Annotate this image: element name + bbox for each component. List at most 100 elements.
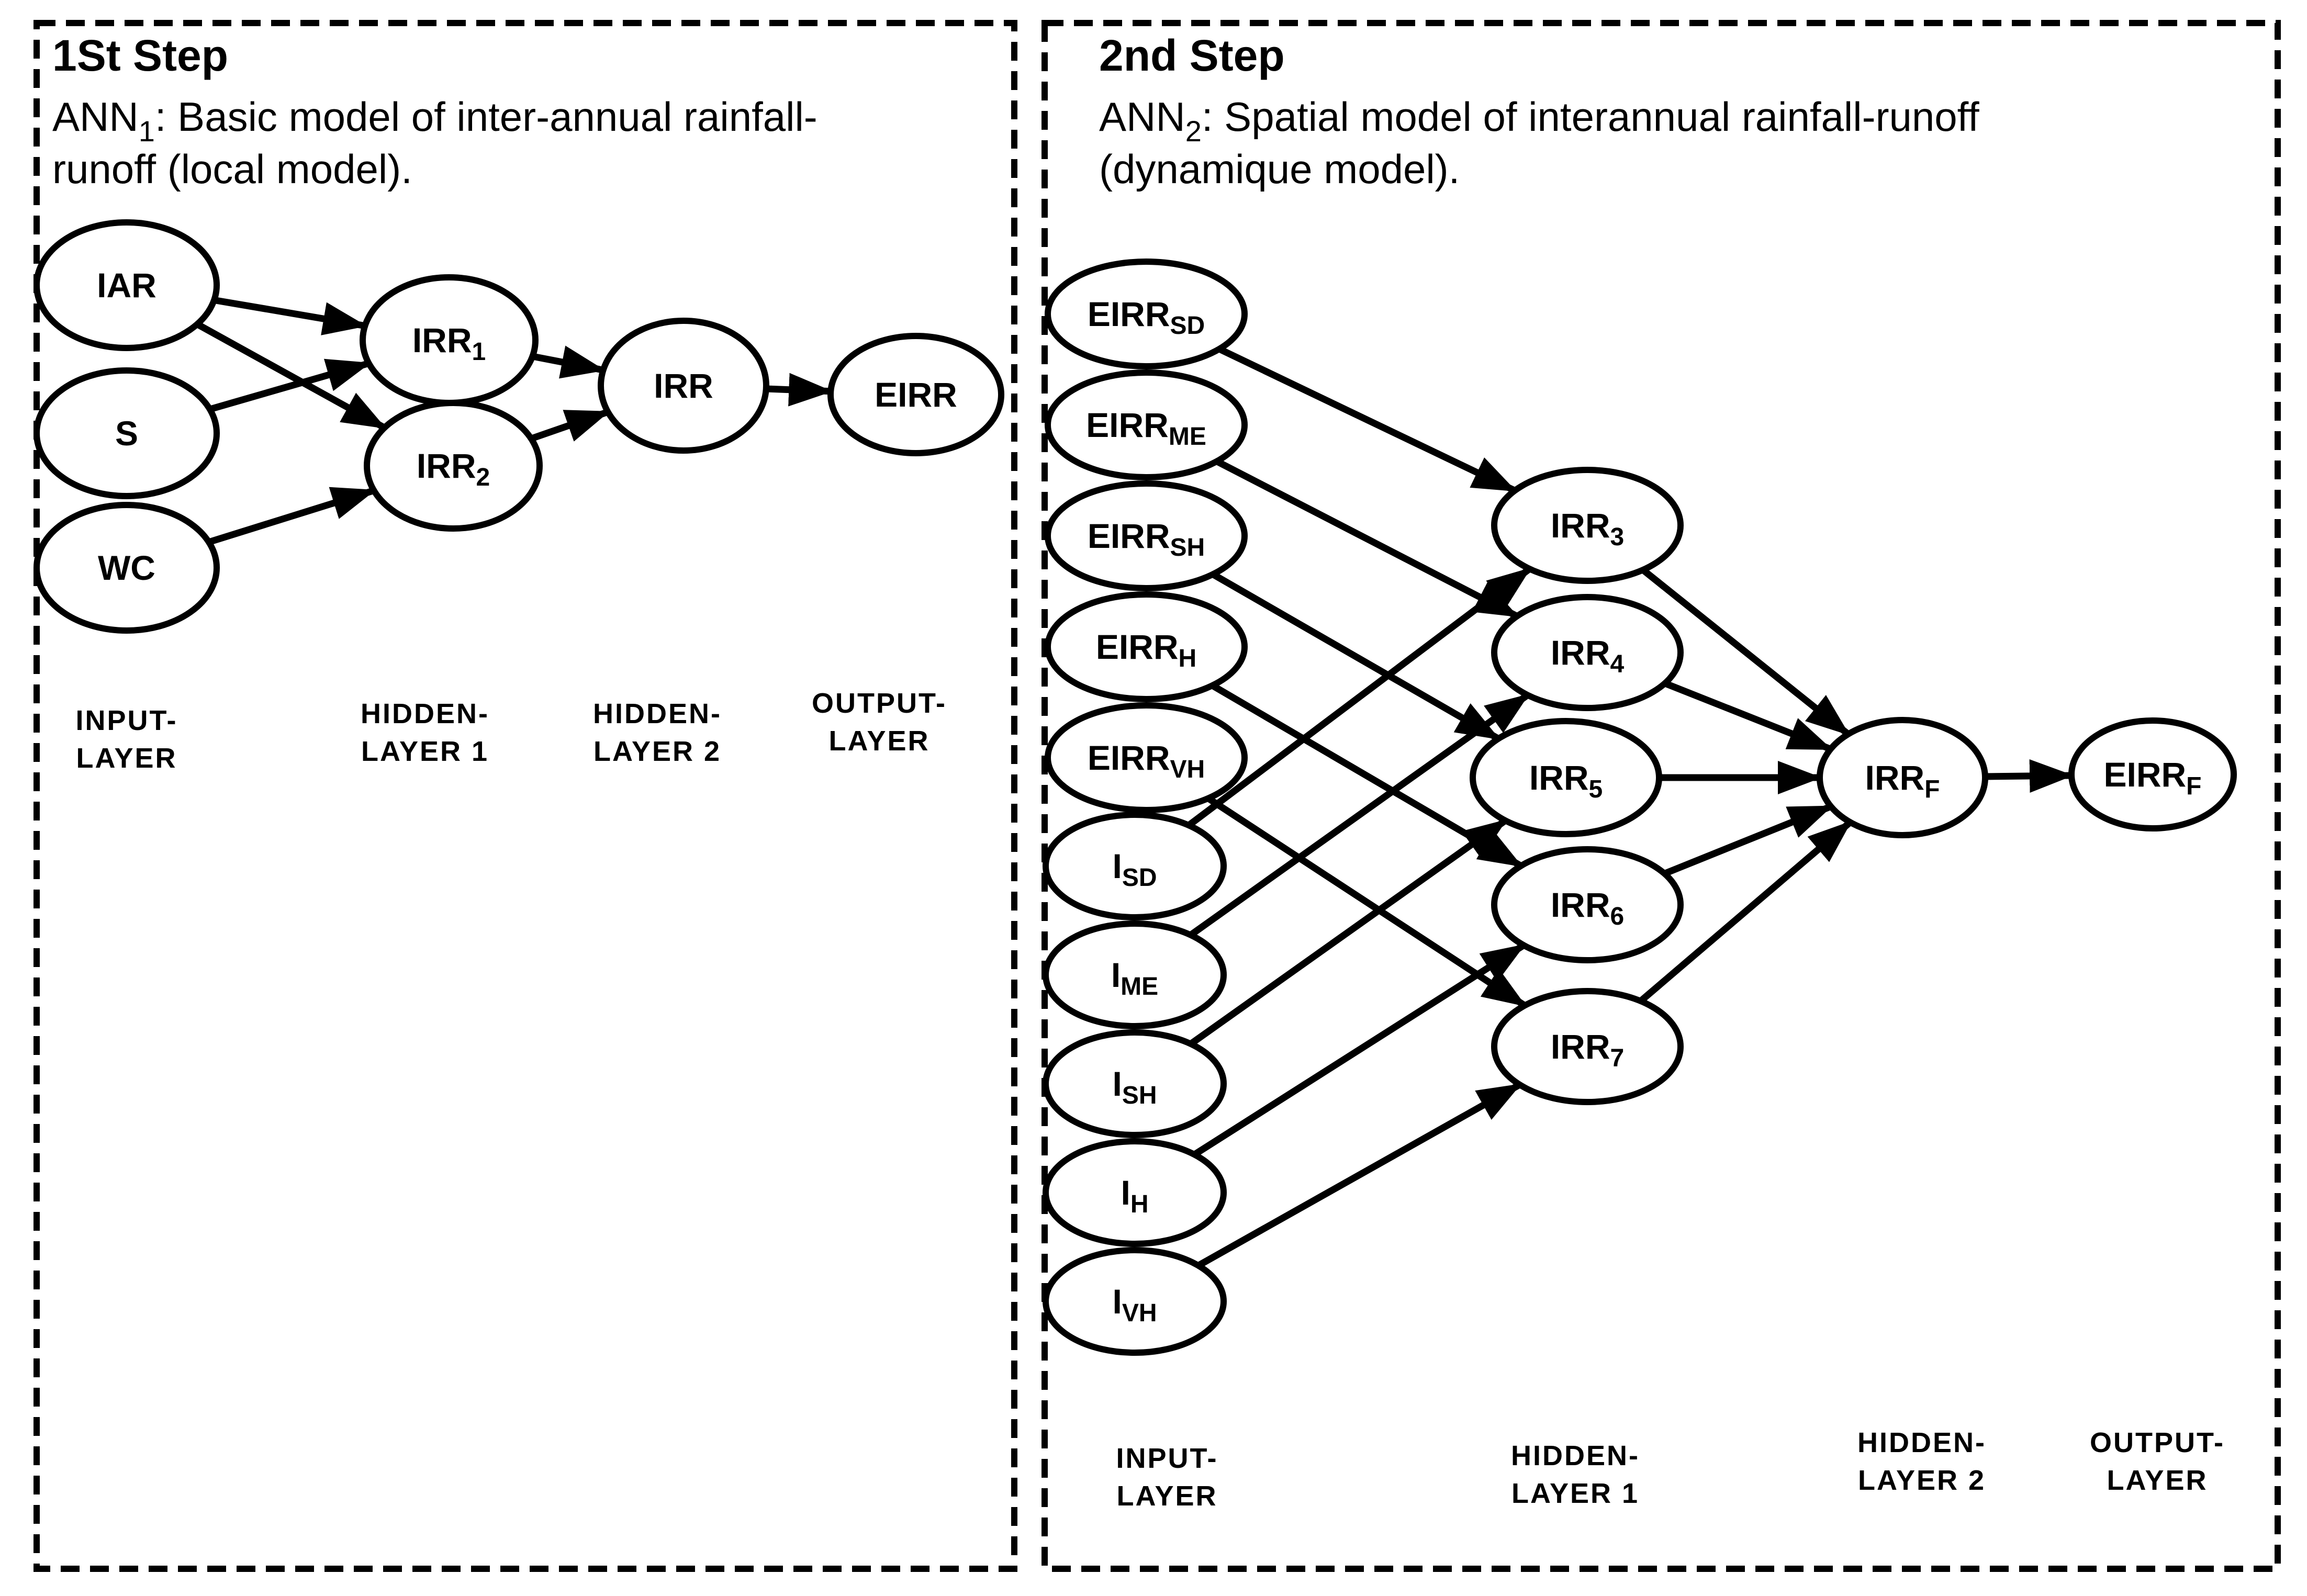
node-eirr-shape <box>827 333 1004 456</box>
node-label-main: EIRR <box>1088 516 1170 555</box>
node-wc-shape <box>33 502 220 634</box>
node-label-main: IRR <box>1551 633 1610 672</box>
node-eirrvh-shape <box>1045 702 1248 813</box>
panel-step-2-border <box>1041 20 2281 1572</box>
node-eirrvh: EIRRVH <box>1045 702 1248 813</box>
node-label-subscript: ME <box>1169 423 1206 451</box>
node-eirr: EIRR <box>827 333 1004 456</box>
subtitle-segment: (dynamique model). <box>1099 146 1460 192</box>
panel-step-2-title: 2nd Step <box>1099 31 1285 80</box>
node-label-main: EIRR <box>2103 755 2186 794</box>
node-ih: IH <box>1043 1138 1227 1247</box>
node-ish-label: ISH <box>1112 1064 1157 1109</box>
node-ish: ISH <box>1043 1029 1227 1138</box>
node-irr3: IRR3 <box>1491 467 1684 584</box>
node-label-main: EIRR <box>1088 738 1170 777</box>
node-label-main: IRR <box>1529 758 1589 797</box>
node-irr1-label: IRR1 <box>412 321 486 366</box>
node-eirrh-shape <box>1045 591 1248 702</box>
node-irr4-shape <box>1491 594 1684 711</box>
node-label-main: IRR <box>417 446 476 485</box>
edge-irr2-to-irr <box>530 409 610 442</box>
node-ime: IME <box>1043 920 1227 1029</box>
node-label-subscript: 3 <box>1610 523 1624 551</box>
node-label-main: I <box>1112 847 1122 885</box>
node-isd-shape <box>1043 812 1227 920</box>
node-label-subscript: 4 <box>1610 650 1624 678</box>
node-label-subscript: 2 <box>476 464 490 491</box>
edge-ime-to-irr4 <box>1189 692 1530 938</box>
edge-irrf-to-eirrf <box>1985 759 2074 793</box>
node-s: S <box>33 367 220 499</box>
node-label-main: I <box>1121 1173 1130 1212</box>
panel-step-2-layer-label-4-line-1: OUTPUT- <box>2090 1427 2225 1458</box>
node-irr-shape <box>598 318 769 454</box>
node-iar-shape <box>33 219 220 351</box>
panel-step-2-subtitle-line-2: (dynamique model). <box>1099 146 1460 192</box>
node-isd-label: ISD <box>1112 847 1157 892</box>
edge-iar-to-irr1 <box>213 297 367 335</box>
panel-step-1-layer-label-3-line-1: HIDDEN- <box>593 698 722 729</box>
node-label-main: IRR <box>1865 758 1925 797</box>
node-irrf-label: IRRF <box>1865 758 1940 803</box>
node-label-main: IRR <box>654 366 713 405</box>
node-eirrh: EIRRH <box>1045 591 1248 702</box>
node-eirrme: EIRRME <box>1045 369 1248 480</box>
panel-step-2-layer-label-1-line-2: LAYER <box>1116 1480 1217 1512</box>
panel-step-2-layer-label-2-line-2: LAYER 1 <box>1511 1478 1639 1509</box>
panel-step-1-layer-label-2-line-2: LAYER 1 <box>361 736 489 767</box>
node-label-subscript: F <box>1924 775 1940 803</box>
node-label-subscript: 6 <box>1610 903 1624 930</box>
node-irr-label: IRR <box>654 366 713 405</box>
node-label-main: I <box>1112 1064 1122 1103</box>
node-eirrsh: EIRRSH <box>1045 480 1248 591</box>
node-eirrvh-label: EIRRVH <box>1088 738 1205 783</box>
node-label-main: WC <box>98 548 155 587</box>
panel-step-1-layer-label-1-line-1: INPUT- <box>75 705 177 736</box>
node-iar-label: IAR <box>97 266 156 305</box>
edge-s-to-irr1 <box>209 358 371 413</box>
node-label-subscript: VH <box>1122 1299 1157 1327</box>
node-irr5: IRR5 <box>1470 718 1662 837</box>
panel-step-2-subtitle-line-1: ANN2: Spatial model of interannual rainf… <box>1099 94 1979 148</box>
node-irr1: IRR1 <box>360 274 539 406</box>
edge-eirrsd-to-irr3 <box>1217 346 1517 494</box>
node-s-shape <box>33 367 220 499</box>
node-label-subscript: SD <box>1170 312 1205 340</box>
node-label-subscript: 5 <box>1588 775 1603 803</box>
node-ivh-label: IVH <box>1112 1282 1157 1327</box>
panel-step-1-layer-label-2-line-1: HIDDEN- <box>361 698 489 729</box>
panel-step-1-subtitle-line-2: runoff (local model). <box>52 146 412 192</box>
node-irr2: IRR2 <box>364 400 543 532</box>
node-eirrf-label: EIRRF <box>2103 755 2201 800</box>
node-irr6-shape <box>1491 846 1684 963</box>
edge-irr6-to-irrf <box>1663 803 1833 877</box>
node-irr7: IRR7 <box>1491 988 1684 1105</box>
node-ime-label: IME <box>1111 956 1158 1001</box>
node-label-main: S <box>115 414 138 453</box>
panel-step-1-layer-label-3-line-2: LAYER 2 <box>593 736 721 767</box>
node-eirr-label: EIRR <box>875 375 957 414</box>
panel-step-2-layer-label-4-line-2: LAYER <box>2107 1465 2208 1496</box>
node-irr3-label: IRR3 <box>1551 506 1624 551</box>
node-label-main: IRR <box>1551 885 1610 924</box>
node-eirrf-shape <box>2068 717 2237 831</box>
node-irr6-label: IRR6 <box>1551 885 1624 930</box>
node-eirrsd-label: EIRRSD <box>1088 295 1205 340</box>
edge-ih-to-irr6 <box>1192 942 1526 1157</box>
panel-step-2-layer-label-2-line-1: HIDDEN- <box>1511 1440 1640 1471</box>
edge-irr7-to-irrf <box>1638 819 1853 1004</box>
node-label-main: I <box>1112 1282 1122 1321</box>
node-ime-shape <box>1043 920 1227 1029</box>
panel-step-2-layer-label-1-line-1: INPUT- <box>1116 1443 1218 1474</box>
node-label-main: I <box>1111 956 1121 994</box>
panel-step-2-layer-label-3-line-2: LAYER 2 <box>1858 1465 1986 1496</box>
edge-iar-to-irr2 <box>195 321 387 431</box>
subtitle-segment: 2 <box>1185 115 1202 148</box>
node-label-main: EIRR <box>1088 295 1170 333</box>
panel-step-1-layer-label-1-line-2: LAYER <box>76 743 177 774</box>
subtitle-segment: runoff (local model). <box>52 146 412 192</box>
